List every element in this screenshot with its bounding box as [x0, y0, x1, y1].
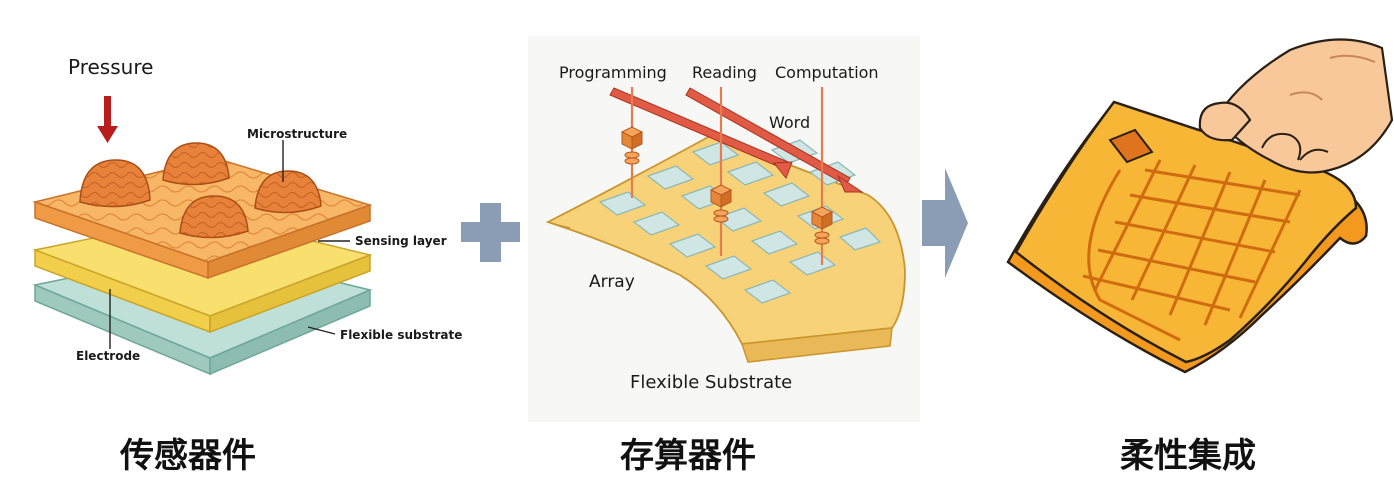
- array-label: Array: [589, 272, 635, 292]
- microstructure-domes: [79, 142, 322, 239]
- storage-device-caption: 存算器件: [620, 436, 756, 476]
- curved-substrate: [545, 134, 906, 363]
- flexible-integration-illustration: [1006, 38, 1394, 374]
- word-label: Word: [769, 113, 810, 132]
- microstructure-label: Microstructure: [247, 127, 347, 141]
- flexible-substrate-label: Flexible substrate: [340, 328, 462, 342]
- programming-label: Programming: [559, 63, 667, 82]
- pressure-label: Pressure: [68, 55, 153, 79]
- sensing-device-illustration: [32, 96, 373, 376]
- storage-compute-illustration: [528, 36, 920, 422]
- leader-lines: [109, 140, 350, 349]
- integration-caption: 柔性集成: [1120, 436, 1256, 476]
- pressure-arrow-icon: [97, 96, 118, 143]
- sensing-layer-label: Sensing layer: [355, 234, 447, 248]
- plus-icon: [461, 203, 520, 262]
- computation-label: Computation: [775, 63, 879, 82]
- flexible-substrate-caption-label: Flexible Substrate: [630, 372, 792, 393]
- cube-electrodes: [620, 126, 834, 245]
- circuit-traces: [1082, 159, 1302, 342]
- chip: [1108, 128, 1154, 164]
- reading-label: Reading: [692, 63, 757, 82]
- hand-icon: [1198, 38, 1394, 174]
- electrode-label: Electrode: [76, 349, 140, 363]
- sensing-device-caption: 传感器件: [120, 436, 256, 476]
- word-lines: [609, 87, 864, 193]
- right-arrow-icon: [922, 168, 968, 278]
